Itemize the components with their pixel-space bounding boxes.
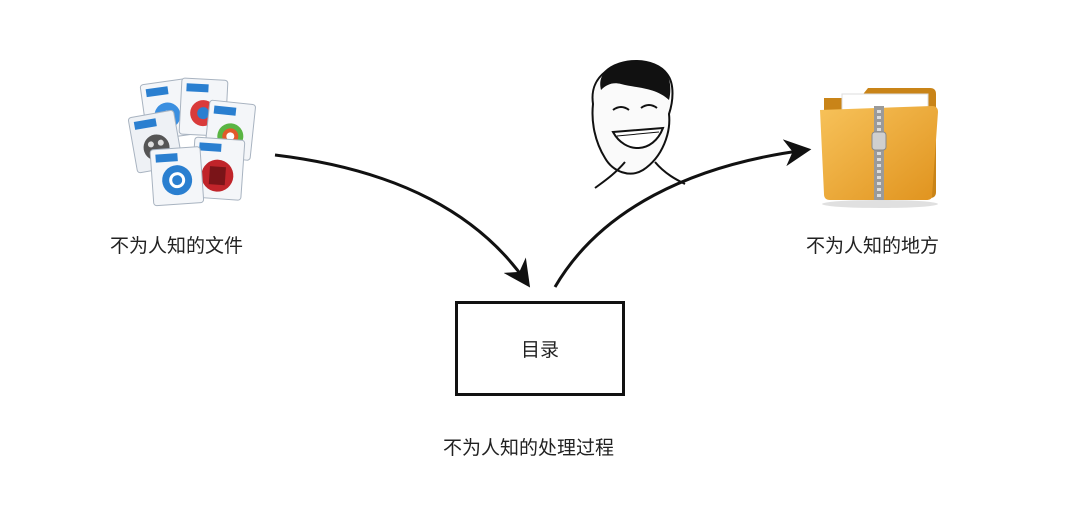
zipped-folder-icon <box>820 88 938 208</box>
destination-label: 不为人知的地方 <box>806 235 940 257</box>
meme-face-icon <box>591 60 686 189</box>
media-files-icon <box>127 77 256 207</box>
directory-label: 目录 <box>520 339 559 361</box>
arrow-directory-to-folder <box>553 139 812 288</box>
directory-box: 目录 <box>455 301 625 396</box>
source-label: 不为人知的文件 <box>110 235 244 257</box>
arrow-files-to-directory <box>274 153 531 288</box>
process-label: 不为人知的处理过程 <box>443 437 615 459</box>
